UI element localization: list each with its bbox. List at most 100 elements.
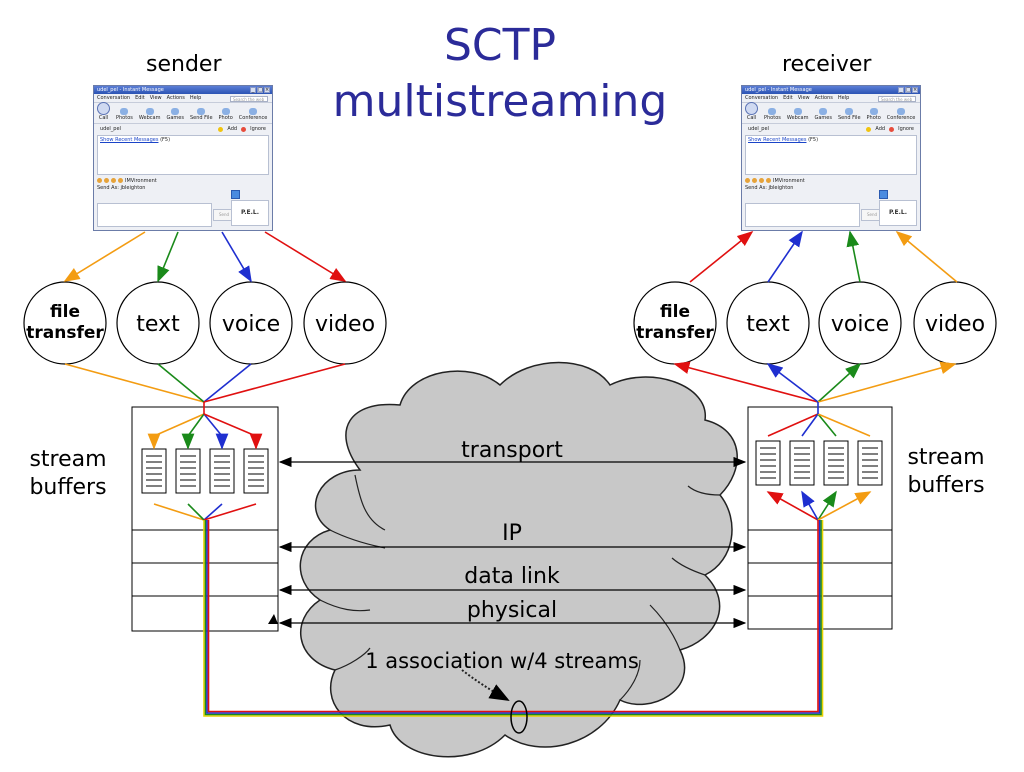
compose-input[interactable] <box>97 203 212 227</box>
minimize-icon[interactable]: _ <box>250 87 256 93</box>
add-icon <box>218 126 224 132</box>
menu-view[interactable]: View <box>797 95 810 101</box>
nudge-icon[interactable] <box>118 178 123 183</box>
conference-button[interactable]: Conference <box>239 108 267 121</box>
menu-help[interactable]: Help <box>189 95 202 101</box>
phone-icon <box>97 102 110 115</box>
audible-icon[interactable] <box>111 178 116 183</box>
webcam-button[interactable]: Webcam <box>786 108 809 121</box>
show-recent-link[interactable]: Show Recent Messages <box>748 137 807 143</box>
minimize-icon[interactable]: _ <box>898 87 904 93</box>
menu-help[interactable]: Help <box>837 95 850 101</box>
photo-icon <box>869 108 878 115</box>
association-marker <box>461 669 528 734</box>
receiver-fan-2 <box>817 413 837 437</box>
conference-icon <box>897 108 906 115</box>
photos-icon <box>120 108 129 115</box>
close-icon[interactable]: × <box>912 87 918 93</box>
association-wire-1 <box>204 520 822 716</box>
menu-view[interactable]: View <box>149 95 162 101</box>
history-shortcut: (F5) <box>160 137 171 143</box>
send-file-button[interactable]: Send File <box>190 108 213 121</box>
menu-edit[interactable]: Edit <box>135 95 145 101</box>
send-button[interactable]: Send <box>213 209 235 221</box>
sender-im-to-text <box>157 231 179 283</box>
sender-out-text <box>187 503 205 521</box>
emote-icon[interactable] <box>104 178 109 183</box>
webcam-button[interactable]: Webcam <box>139 108 160 121</box>
compose-input[interactable] <box>745 203 860 227</box>
webcam-label: Webcam <box>786 115 809 121</box>
send-button[interactable]: Send <box>861 209 883 221</box>
conference-button[interactable]: Conference <box>887 108 915 121</box>
search-input[interactable]: Search the web <box>878 96 916 102</box>
receiver-fan-3 <box>817 413 871 437</box>
layer-label-transport: transport <box>461 438 563 463</box>
receiver-video-to-im <box>689 230 754 283</box>
layer-label-ip: IP <box>502 521 522 546</box>
imvironment-label[interactable]: IMVironment <box>125 177 157 184</box>
menu-conversation[interactable]: Conversation <box>97 95 131 101</box>
audible-icon[interactable] <box>759 178 764 183</box>
im-toolbar: Call Photos Webcam Games Send File Photo… <box>742 102 920 124</box>
receiver-in-2 <box>817 490 837 521</box>
receiver-im-window[interactable]: udel_pel - Instant Message _□× Conversat… <box>741 85 921 231</box>
sender-fan-file_transfer <box>153 413 205 437</box>
maximize-icon[interactable]: □ <box>905 87 911 93</box>
smiley-icon[interactable] <box>745 178 750 183</box>
im-title: udel_pel - Instant Message <box>745 87 812 93</box>
call-button[interactable]: Call <box>745 102 758 121</box>
add-button[interactable]: Add <box>875 126 886 132</box>
photo-label: Photo <box>218 115 233 121</box>
close-icon[interactable]: × <box>264 87 270 93</box>
send-file-label: Send File <box>837 115 861 121</box>
emote-icon[interactable] <box>752 178 757 183</box>
smiley-icon[interactable] <box>97 178 102 183</box>
display-image-icon[interactable] <box>231 190 240 199</box>
ignore-button[interactable]: Ignore <box>898 126 914 132</box>
display-image-icon[interactable] <box>879 190 888 199</box>
sender-im-window[interactable]: udel_pel - Instant Message _□× Conversat… <box>93 85 273 231</box>
sender-text-to-stack <box>157 363 205 403</box>
receiver-fan-1 <box>801 413 819 437</box>
photos-button[interactable]: Photos <box>116 108 133 121</box>
games-button[interactable]: Games <box>814 108 832 121</box>
layer-label-data-link: data link <box>464 564 560 589</box>
menu-conversation[interactable]: Conversation <box>745 95 779 101</box>
send-file-button[interactable]: Send File <box>838 108 861 121</box>
add-button[interactable]: Add <box>227 126 238 132</box>
receiver-stream-label-text: text <box>746 312 790 337</box>
nudge-icon[interactable] <box>766 178 771 183</box>
imvironment-label[interactable]: IMVironment <box>773 177 805 184</box>
send-file-icon <box>845 108 854 115</box>
search-input[interactable]: Search the web <box>230 96 268 102</box>
call-button[interactable]: Call <box>97 102 110 121</box>
sender-stream-label-voice: voice <box>222 312 280 337</box>
receiver-stack-to-voice <box>817 362 862 403</box>
im-title-bar: udel_pel - Instant Message _□× <box>94 86 272 94</box>
maximize-icon[interactable]: □ <box>257 87 263 93</box>
games-button[interactable]: Games <box>166 108 184 121</box>
receiver-stream-label-file-transfer-line-1: file <box>660 302 690 322</box>
menu-actions[interactable]: Actions <box>814 95 833 101</box>
webcam-icon <box>145 108 154 115</box>
show-recent-link[interactable]: Show Recent Messages <box>100 137 159 143</box>
ignore-button[interactable]: Ignore <box>250 126 266 132</box>
photos-button[interactable]: Photos <box>764 108 781 121</box>
phone-icon <box>745 102 758 115</box>
layer-arrows <box>268 456 747 629</box>
menu-actions[interactable]: Actions <box>166 95 185 101</box>
contact-name: udel_pel <box>100 126 121 132</box>
photo-button[interactable]: Photo <box>867 108 881 121</box>
call-label: Call <box>98 115 109 121</box>
photo-button[interactable]: Photo <box>219 108 233 121</box>
conference-icon <box>249 108 258 115</box>
receiver-label: receiver <box>782 52 872 77</box>
menu-edit[interactable]: Edit <box>783 95 793 101</box>
receiver-stream-label-video: video <box>925 312 985 337</box>
im-title: udel_pel - Instant Message <box>97 87 164 93</box>
receiver-buffers-label: stream buffers <box>900 444 992 500</box>
